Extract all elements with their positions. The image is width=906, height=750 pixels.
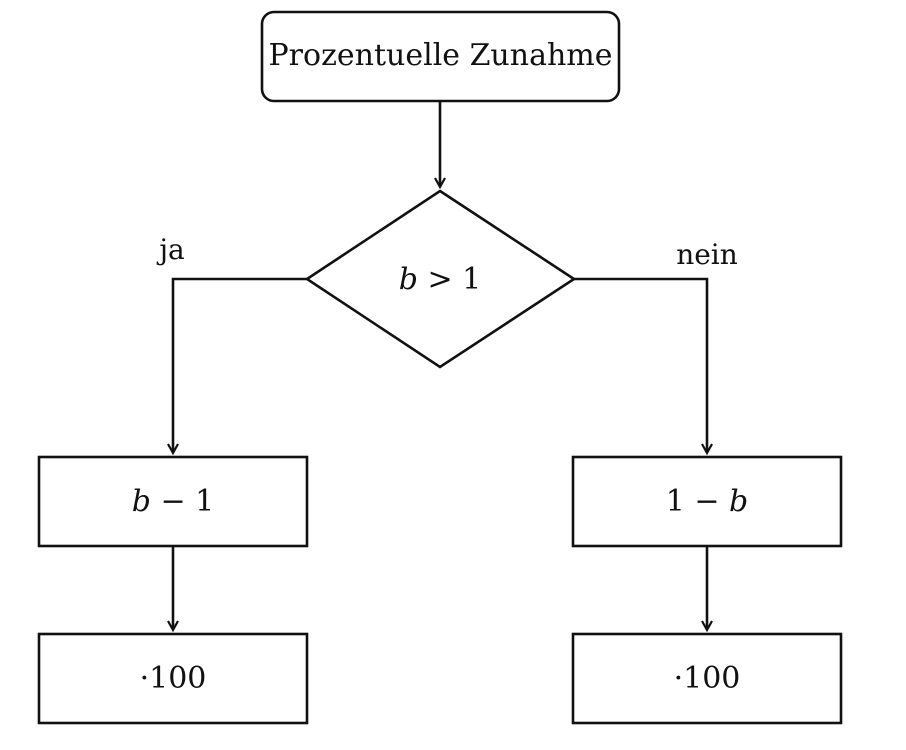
no-step1-var: b <box>729 484 748 519</box>
edge-decision-yes <box>173 277 307 452</box>
no-step1-operator: − <box>685 484 729 519</box>
decision-node: b > 1 <box>304 189 577 369</box>
decision-diamond <box>304 189 577 369</box>
no-step2-label: ·100 <box>674 661 741 696</box>
decision-var: b <box>399 262 418 297</box>
yes-step1-operator: − <box>151 484 195 519</box>
start-node: Prozentuelle Zunahme <box>260 10 621 103</box>
no-step1-expression: 1 − b <box>666 484 749 519</box>
decision-condition: b > 1 <box>399 262 482 297</box>
yes-step2-box <box>37 632 309 725</box>
yes-label: ja <box>156 233 184 266</box>
no-step2-box <box>571 632 843 725</box>
yes-step1-var: b <box>132 484 151 519</box>
no-step1-box <box>571 455 843 548</box>
yes-step1-expression: b − 1 <box>132 484 215 519</box>
no-label: nein <box>676 238 738 271</box>
edge-decision-no <box>574 277 707 452</box>
no-step1-number: 1 <box>666 484 685 519</box>
yes-step1-node: b − 1 <box>37 455 309 548</box>
no-step1-node: 1 − b <box>571 455 843 548</box>
decision-operator: > <box>418 262 462 297</box>
yes-step2-label: ·100 <box>140 661 207 696</box>
no-step2-node: ·100 <box>571 632 843 725</box>
decision-number: 1 <box>462 262 481 297</box>
yes-step2-node: ·100 <box>37 632 309 725</box>
start-node-label: Prozentuelle Zunahme <box>269 38 613 73</box>
yes-step1-number: 1 <box>195 484 214 519</box>
